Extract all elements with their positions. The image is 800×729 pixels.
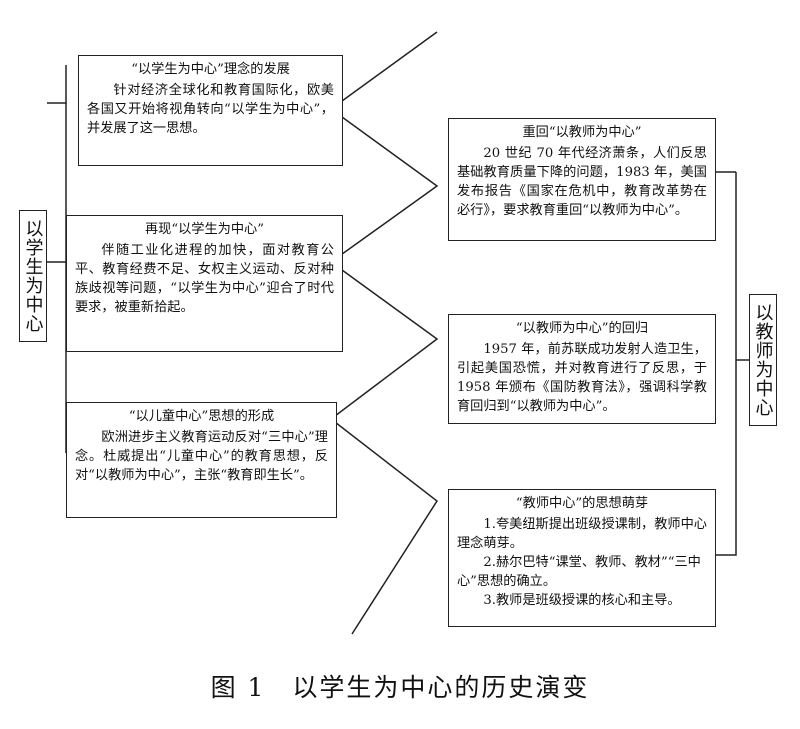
box-title: “以学生为中心”理念的发展 bbox=[131, 62, 290, 77]
box-return-to-teacher-centered: 重回“以教师为中心” 20 世纪 70 年代经济萧条，人们反思基础教育质量下降的… bbox=[448, 118, 716, 241]
box-child-centered-formation: “以儿童中心”思想的形成 欧洲进步主义教育运动反对“三中心”理念。杜威提出“儿童… bbox=[66, 402, 337, 518]
box-body: 针对经济全球化和教育国际化，欧美各国又开始将视角转向“以学生为中心”，并发展了这… bbox=[87, 83, 334, 136]
left-label-student-centered: 以学生为中心 bbox=[19, 210, 47, 342]
box-title: 重回“以教师为中心” bbox=[522, 125, 642, 140]
box-body: 伴随工业化进程的加快，面对教育公平、教育经费不足、女权主义运动、反对种族歧视等问… bbox=[75, 243, 334, 315]
list-item: 2.赫尔巴特“课堂、教师、教材”“三中心”思想的确立。 bbox=[457, 555, 701, 589]
right-label-text: 以教师为中心 bbox=[752, 303, 774, 417]
left-bracket bbox=[47, 65, 67, 104]
box-student-centered-revival: 再现“以学生为中心” 伴随工业化进程的加快，面对教育公平、教育经费不足、女权主义… bbox=[66, 215, 343, 352]
list-item: 3.教师是班级授课的核心和主导。 bbox=[483, 593, 681, 608]
box-body: 欧洲进步主义教育运动反对“三中心”理念。杜威提出“儿童中心”的教育思想，反对“以… bbox=[75, 430, 328, 483]
right-label-teacher-centered: 以教师为中心 bbox=[749, 294, 777, 426]
box-student-centered-development: “以学生为中心”理念的发展 针对经济全球化和教育国际化，欧美各国又开始将视角转向… bbox=[78, 55, 343, 166]
box-teacher-centered-comeback: “以教师为中心”的回归 1957 年，前苏联成功发射人造卫生，引起美国恐慌，并对… bbox=[448, 314, 716, 424]
box-body: 1957 年，前苏联成功发射人造卫生，引起美国恐慌，并对教育进行了反思，于 19… bbox=[457, 342, 707, 414]
box-body: 20 世纪 70 年代经济萧条，人们反思基础教育质量下降的问题，1983 年，美… bbox=[457, 146, 707, 218]
zigzag-timeline bbox=[329, 31, 439, 635]
box-title: “教师中心”的思想萌芽 bbox=[515, 496, 649, 511]
right-bracket bbox=[716, 172, 737, 556]
box-title: “以教师为中心”的回归 bbox=[515, 321, 649, 336]
box-teacher-centered-origins: “教师中心”的思想萌芽 1.夸美纽斯提出班级授课制，教师中心理念萌芽。 2.赫尔… bbox=[448, 489, 716, 627]
left-label-text: 以学生为中心 bbox=[22, 219, 44, 333]
list-item: 1.夸美纽斯提出班级授课制，教师中心理念萌芽。 bbox=[457, 517, 707, 551]
box-title: 再现“以学生为中心” bbox=[145, 222, 264, 237]
box-title: “以儿童中心”思想的形成 bbox=[128, 409, 275, 424]
figure-caption: 图 1 以学生为中心的历史演变 bbox=[210, 673, 590, 702]
